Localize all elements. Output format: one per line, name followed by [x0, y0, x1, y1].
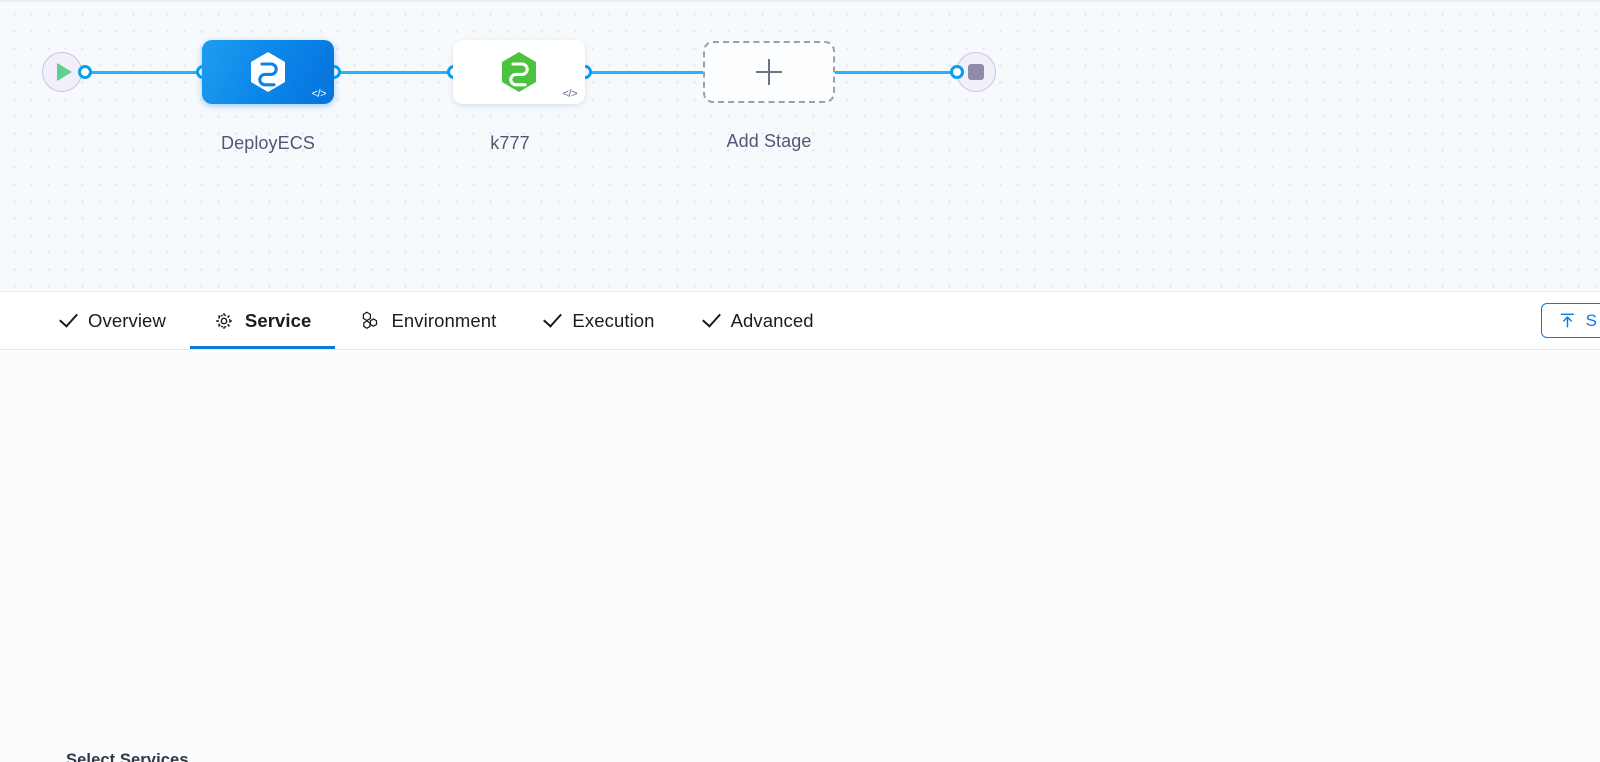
tab-environment[interactable]: Environment: [335, 292, 520, 349]
tab-execution[interactable]: Execution: [520, 292, 678, 349]
tab-advanced[interactable]: Advanced: [679, 292, 838, 349]
gear-icon: [214, 311, 234, 331]
check-icon: [59, 308, 78, 328]
stage-node-k777[interactable]: </>: [453, 40, 585, 104]
stage-label-deployecs: DeployECS: [221, 133, 315, 153]
check-icon: [543, 308, 563, 328]
connector-rail-3: [580, 71, 710, 74]
save-button[interactable]: S: [1540, 303, 1600, 338]
stage-label-k777: k777: [490, 133, 530, 153]
tab-overview-label: Overview: [88, 309, 166, 331]
pipeline-start-node[interactable]: [42, 52, 82, 92]
add-stage-label: Add Stage: [726, 131, 812, 151]
connector-dot-start: [78, 65, 92, 79]
harness-hexagon-icon: [502, 52, 536, 92]
canvas-top-divider: [0, 0, 1600, 2]
service-config-panel: Select Services PROJECT 1 Add Service De…: [0, 350, 1600, 762]
stop-icon: [968, 64, 984, 80]
tab-environment-label: Environment: [391, 309, 497, 331]
pipeline-canvas[interactable]: </> DeployECS </> k777 Add Stage: [0, 0, 1600, 292]
tab-advanced-label: Advanced: [730, 309, 814, 331]
play-icon: [56, 63, 72, 81]
add-stage-button[interactable]: [703, 41, 835, 103]
select-services-label: Select Services: [66, 751, 189, 762]
connector-dot-end: [950, 65, 964, 79]
harness-hexagon-icon: [251, 52, 285, 92]
check-icon: [701, 308, 721, 328]
tab-overview[interactable]: Overview: [36, 292, 190, 349]
connector-rail-4: [828, 71, 958, 74]
code-view-icon[interactable]: </>: [311, 88, 327, 100]
connector-rail-1: [84, 71, 209, 74]
code-view-icon[interactable]: </>: [562, 88, 578, 100]
stage-node-deployecs[interactable]: </>: [202, 40, 334, 104]
save-upload-icon: [1558, 311, 1577, 330]
connector-rail-2: [330, 71, 460, 74]
tab-service[interactable]: Service: [189, 292, 336, 349]
tab-execution-label: Execution: [572, 309, 655, 331]
infrastructure-hexagons-icon: [359, 310, 380, 331]
save-button-label: S: [1585, 310, 1597, 330]
stage-tab-bar: Overview Service Environment: [0, 292, 1600, 350]
tab-service-label: Service: [244, 309, 312, 331]
